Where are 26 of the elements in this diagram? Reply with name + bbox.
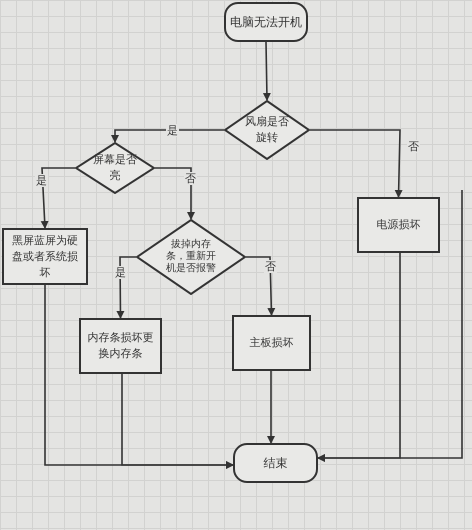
arrow	[317, 190, 463, 462]
arrow	[310, 129, 403, 198]
arrow	[121, 374, 234, 469]
process-box: 主板损坏	[232, 315, 311, 371]
decision-diamond	[136, 219, 246, 295]
edge-label: 否	[407, 140, 420, 153]
start-box: 电脑无法开机	[224, 2, 308, 42]
edge-label: 否	[184, 172, 197, 185]
decision-text: 拔掉内存条，重新开机是否报警	[165, 239, 217, 275]
decision-diamond	[75, 142, 155, 194]
edge-label: 否	[264, 260, 277, 273]
decision-diamond	[224, 100, 310, 160]
process-box: 黑屏蓝屏为硬盘或者系统损坏	[2, 228, 88, 285]
end-box: 结束	[233, 443, 318, 483]
arrow	[262, 42, 271, 101]
decision-text: 风扇是否旋转	[244, 114, 290, 146]
arrow	[267, 371, 275, 444]
arrow	[246, 256, 276, 316]
edge-label: 是	[114, 266, 127, 279]
process-box: 内存条损坏更换内存条	[79, 318, 162, 374]
arrow	[40, 167, 75, 229]
edge-label: 是	[35, 174, 48, 187]
arrow	[155, 167, 195, 220]
arrow	[111, 129, 224, 143]
process-box: 电源损坏	[357, 197, 440, 253]
edge-label: 是	[166, 124, 179, 137]
